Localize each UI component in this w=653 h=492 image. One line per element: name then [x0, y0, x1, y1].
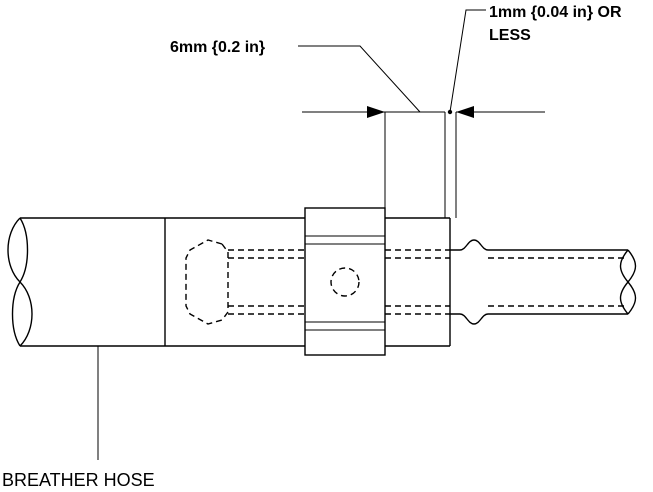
label-breather-hose: BREATHER HOSE	[2, 470, 155, 490]
leader-1mm	[449, 9, 486, 113]
breather-hose	[7, 217, 451, 347]
label-1mm-line1: 1mm {0.04 in} OR	[489, 4, 622, 21]
dimension-lines	[302, 106, 545, 218]
label-6mm: 6mm {0.2 in}	[170, 39, 265, 56]
hose-clamp	[304, 207, 386, 356]
label-1mm-line2: LESS	[489, 27, 531, 44]
hidden-pipe-outline	[185, 239, 450, 325]
pipe	[450, 239, 637, 325]
leader-6mm	[298, 45, 421, 113]
